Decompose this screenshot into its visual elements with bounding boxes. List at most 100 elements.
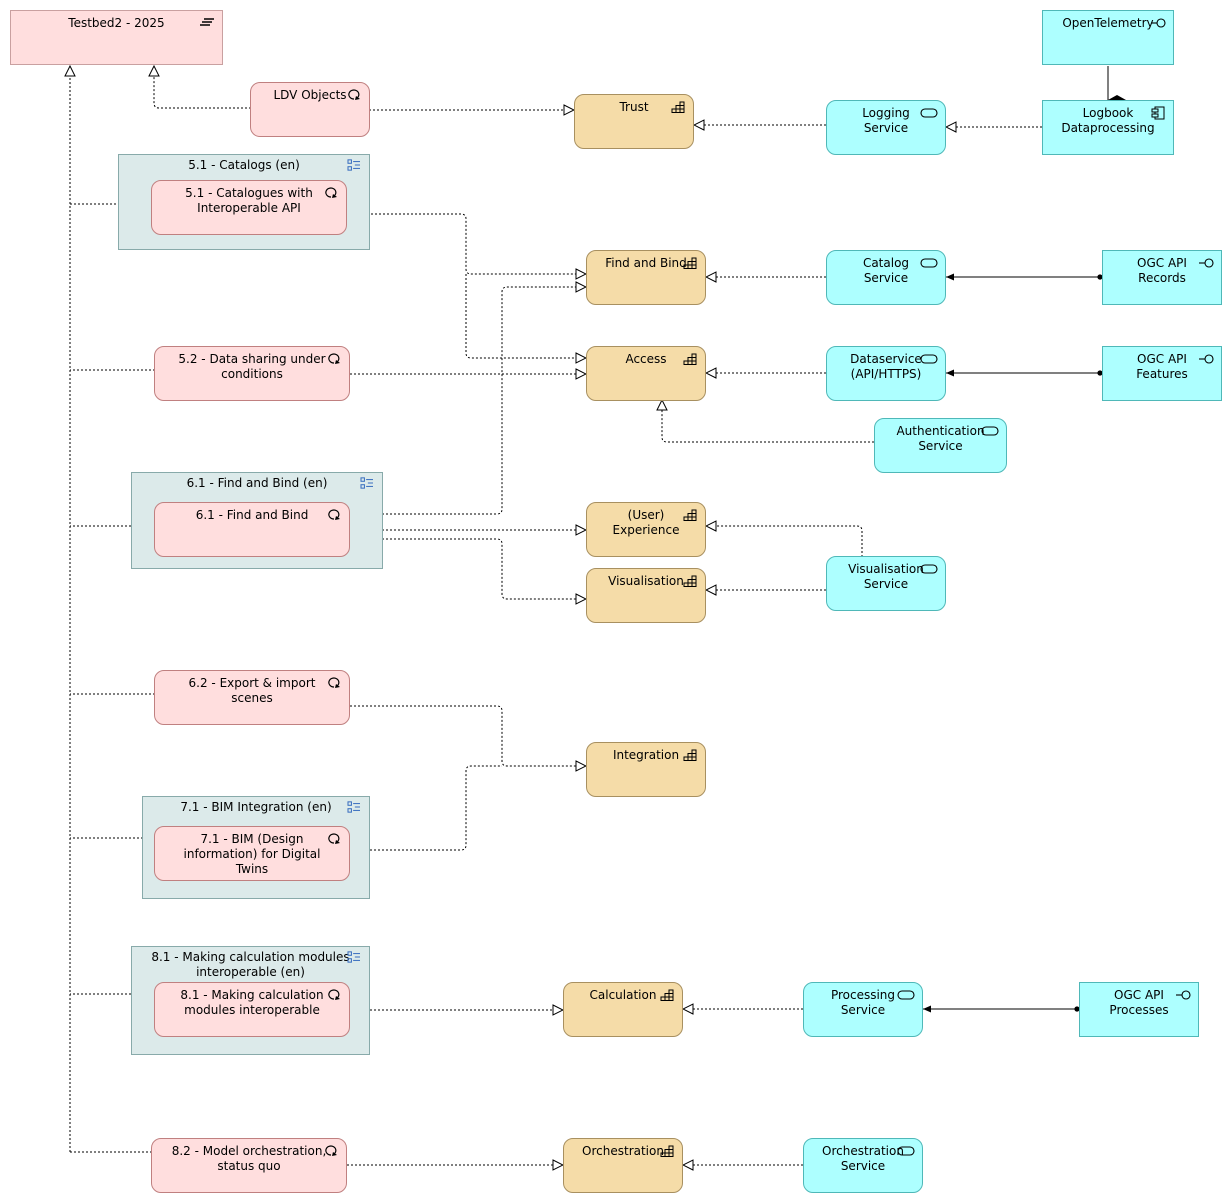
interface-icon: [1151, 18, 1166, 28]
wp-label: 5.1 - Catalogues with Interoperable API: [185, 186, 313, 215]
service-label: Processing Service: [830, 988, 896, 1017]
rel-wp61-visualisation: [350, 538, 586, 599]
wp-calculation-modules[interactable]: 8.1 - Making calculation modules interop…: [154, 982, 350, 1037]
grouping-icon: [347, 801, 360, 813]
plateau-icon: [200, 18, 214, 26]
wp-label: 8.2 - Model orchestration, status quo: [171, 1144, 327, 1173]
group-label: 5.1 - Catalogs (en): [188, 158, 300, 172]
work-package-icon: [325, 1145, 337, 1156]
capability-orchestration[interactable]: Orchestration: [563, 1138, 683, 1193]
capability-integration[interactable]: Integration: [586, 742, 706, 797]
service-icon: [920, 564, 938, 574]
service-label: Catalog Service: [862, 256, 910, 285]
wp-bim[interactable]: 7.1 - BIM (Design information) for Digit…: [154, 826, 350, 881]
service-label: Dataservice (API/HTTPS): [850, 352, 922, 381]
work-package-icon: [325, 187, 337, 198]
service-icon: [897, 1146, 915, 1156]
work-package-icon: [328, 353, 340, 364]
work-package-icon: [328, 833, 340, 844]
capability-icon: [683, 353, 697, 365]
capability-icon: [683, 749, 697, 761]
plateau-testbed2[interactable]: Testbed2 - 2025: [10, 10, 223, 65]
capability-label: Trust: [619, 100, 649, 114]
capability-icon: [683, 575, 697, 587]
wp-data-sharing[interactable]: 5.2 - Data sharing under conditions: [154, 346, 350, 401]
group-label: 6.1 - Find and Bind (en): [186, 476, 328, 490]
component-icon: [1151, 106, 1165, 120]
interface-ogc-api-records[interactable]: OGC API Records: [1102, 250, 1222, 305]
rel-auth-access: [662, 400, 874, 443]
work-package-icon: [328, 677, 340, 688]
capability-label: Find and Bind: [605, 256, 687, 270]
capability-calculation[interactable]: Calculation: [563, 982, 683, 1037]
service-catalog[interactable]: Catalog Service: [826, 250, 946, 305]
work-package-icon: [328, 989, 340, 1000]
service-icon: [981, 426, 999, 436]
service-logging[interactable]: Logging Service: [826, 100, 946, 155]
interface-icon: [1199, 354, 1214, 364]
wp-find-and-bind[interactable]: 6.1 - Find and Bind: [154, 502, 350, 557]
component-label: Logbook Dataprocessing: [1061, 106, 1155, 135]
work-package-icon: [328, 509, 340, 520]
rel-wp71-integration: [350, 765, 502, 851]
service-icon: [920, 258, 938, 268]
group-label: 7.1 - BIM Integration (en): [180, 800, 332, 814]
rel-ldv-plateau: [154, 66, 251, 109]
capability-icon: [660, 1145, 674, 1157]
wp-label: 8.1 - Making calculation modules interop…: [180, 988, 324, 1017]
capability-access[interactable]: Access: [586, 346, 706, 401]
service-label: Orchestration Service: [822, 1144, 904, 1173]
capability-icon: [660, 989, 674, 1001]
wp-label: 5.2 - Data sharing under conditions: [178, 352, 326, 381]
capability-find-and-bind[interactable]: Find and Bind: [586, 250, 706, 305]
grouping-icon: [360, 477, 373, 489]
rel-vis-experience: [706, 526, 863, 557]
service-label: Visualisation Service: [848, 562, 924, 591]
capability-trust[interactable]: Trust: [574, 94, 694, 149]
rel-wp51-findbind: [347, 213, 586, 274]
wp-label: LDV Objects: [273, 88, 347, 102]
wp-ldv-objects[interactable]: LDV Objects: [250, 82, 370, 137]
service-dataservice[interactable]: Dataservice (API/HTTPS): [826, 346, 946, 401]
capability-icon: [683, 509, 697, 521]
service-authentication[interactable]: Authentication Service: [874, 418, 1007, 473]
capability-label: (User) Experience: [612, 508, 680, 537]
capability-icon: [671, 101, 685, 113]
wp-model-orchestration[interactable]: 8.2 - Model orchestration, status quo: [151, 1138, 347, 1193]
service-icon: [920, 354, 938, 364]
capability-label: Access: [625, 352, 667, 366]
service-orchestration[interactable]: Orchestration Service: [803, 1138, 923, 1193]
rel-wp61-findbind: [350, 287, 586, 515]
interface-label: OGC API Features: [1136, 352, 1188, 381]
capability-label: Integration: [612, 748, 680, 762]
capability-visualisation[interactable]: Visualisation: [586, 568, 706, 623]
grouping-icon: [347, 951, 360, 963]
interface-label: OGC API Processes: [1109, 988, 1169, 1017]
grouping-icon: [347, 159, 360, 171]
service-processing[interactable]: Processing Service: [803, 982, 923, 1037]
interface-label: OGC API Records: [1137, 256, 1187, 285]
capability-label: Calculation: [589, 988, 657, 1002]
wp-catalogues[interactable]: 5.1 - Catalogues with Interoperable API: [151, 180, 347, 235]
capability-label: Visualisation: [608, 574, 684, 588]
capability-label: Orchestration: [582, 1144, 664, 1158]
capability-icon: [683, 257, 697, 269]
plateau-label: Testbed2 - 2025: [68, 16, 165, 30]
interface-icon: [1199, 258, 1214, 268]
wp-label: 6.1 - Find and Bind: [195, 508, 309, 522]
service-label: Authentication Service: [896, 424, 985, 453]
interface-icon: [1176, 990, 1191, 1000]
interface-opentelemetry[interactable]: OpenTelemetry: [1042, 10, 1174, 65]
service-icon: [920, 108, 938, 118]
wp-label: 7.1 - BIM (Design information) for Digit…: [183, 832, 321, 876]
service-visualisation[interactable]: Visualisation Service: [826, 556, 946, 611]
interface-ogc-api-features[interactable]: OGC API Features: [1102, 346, 1222, 401]
capability-user-experience[interactable]: (User) Experience: [586, 502, 706, 557]
component-logbook-dataprocessing[interactable]: Logbook Dataprocessing: [1042, 100, 1174, 155]
work-package-icon: [348, 89, 360, 100]
wp-export-import[interactable]: 6.2 - Export & import scenes: [154, 670, 350, 725]
interface-ogc-api-processes[interactable]: OGC API Processes: [1079, 982, 1199, 1037]
interface-label: OpenTelemetry: [1062, 16, 1154, 30]
